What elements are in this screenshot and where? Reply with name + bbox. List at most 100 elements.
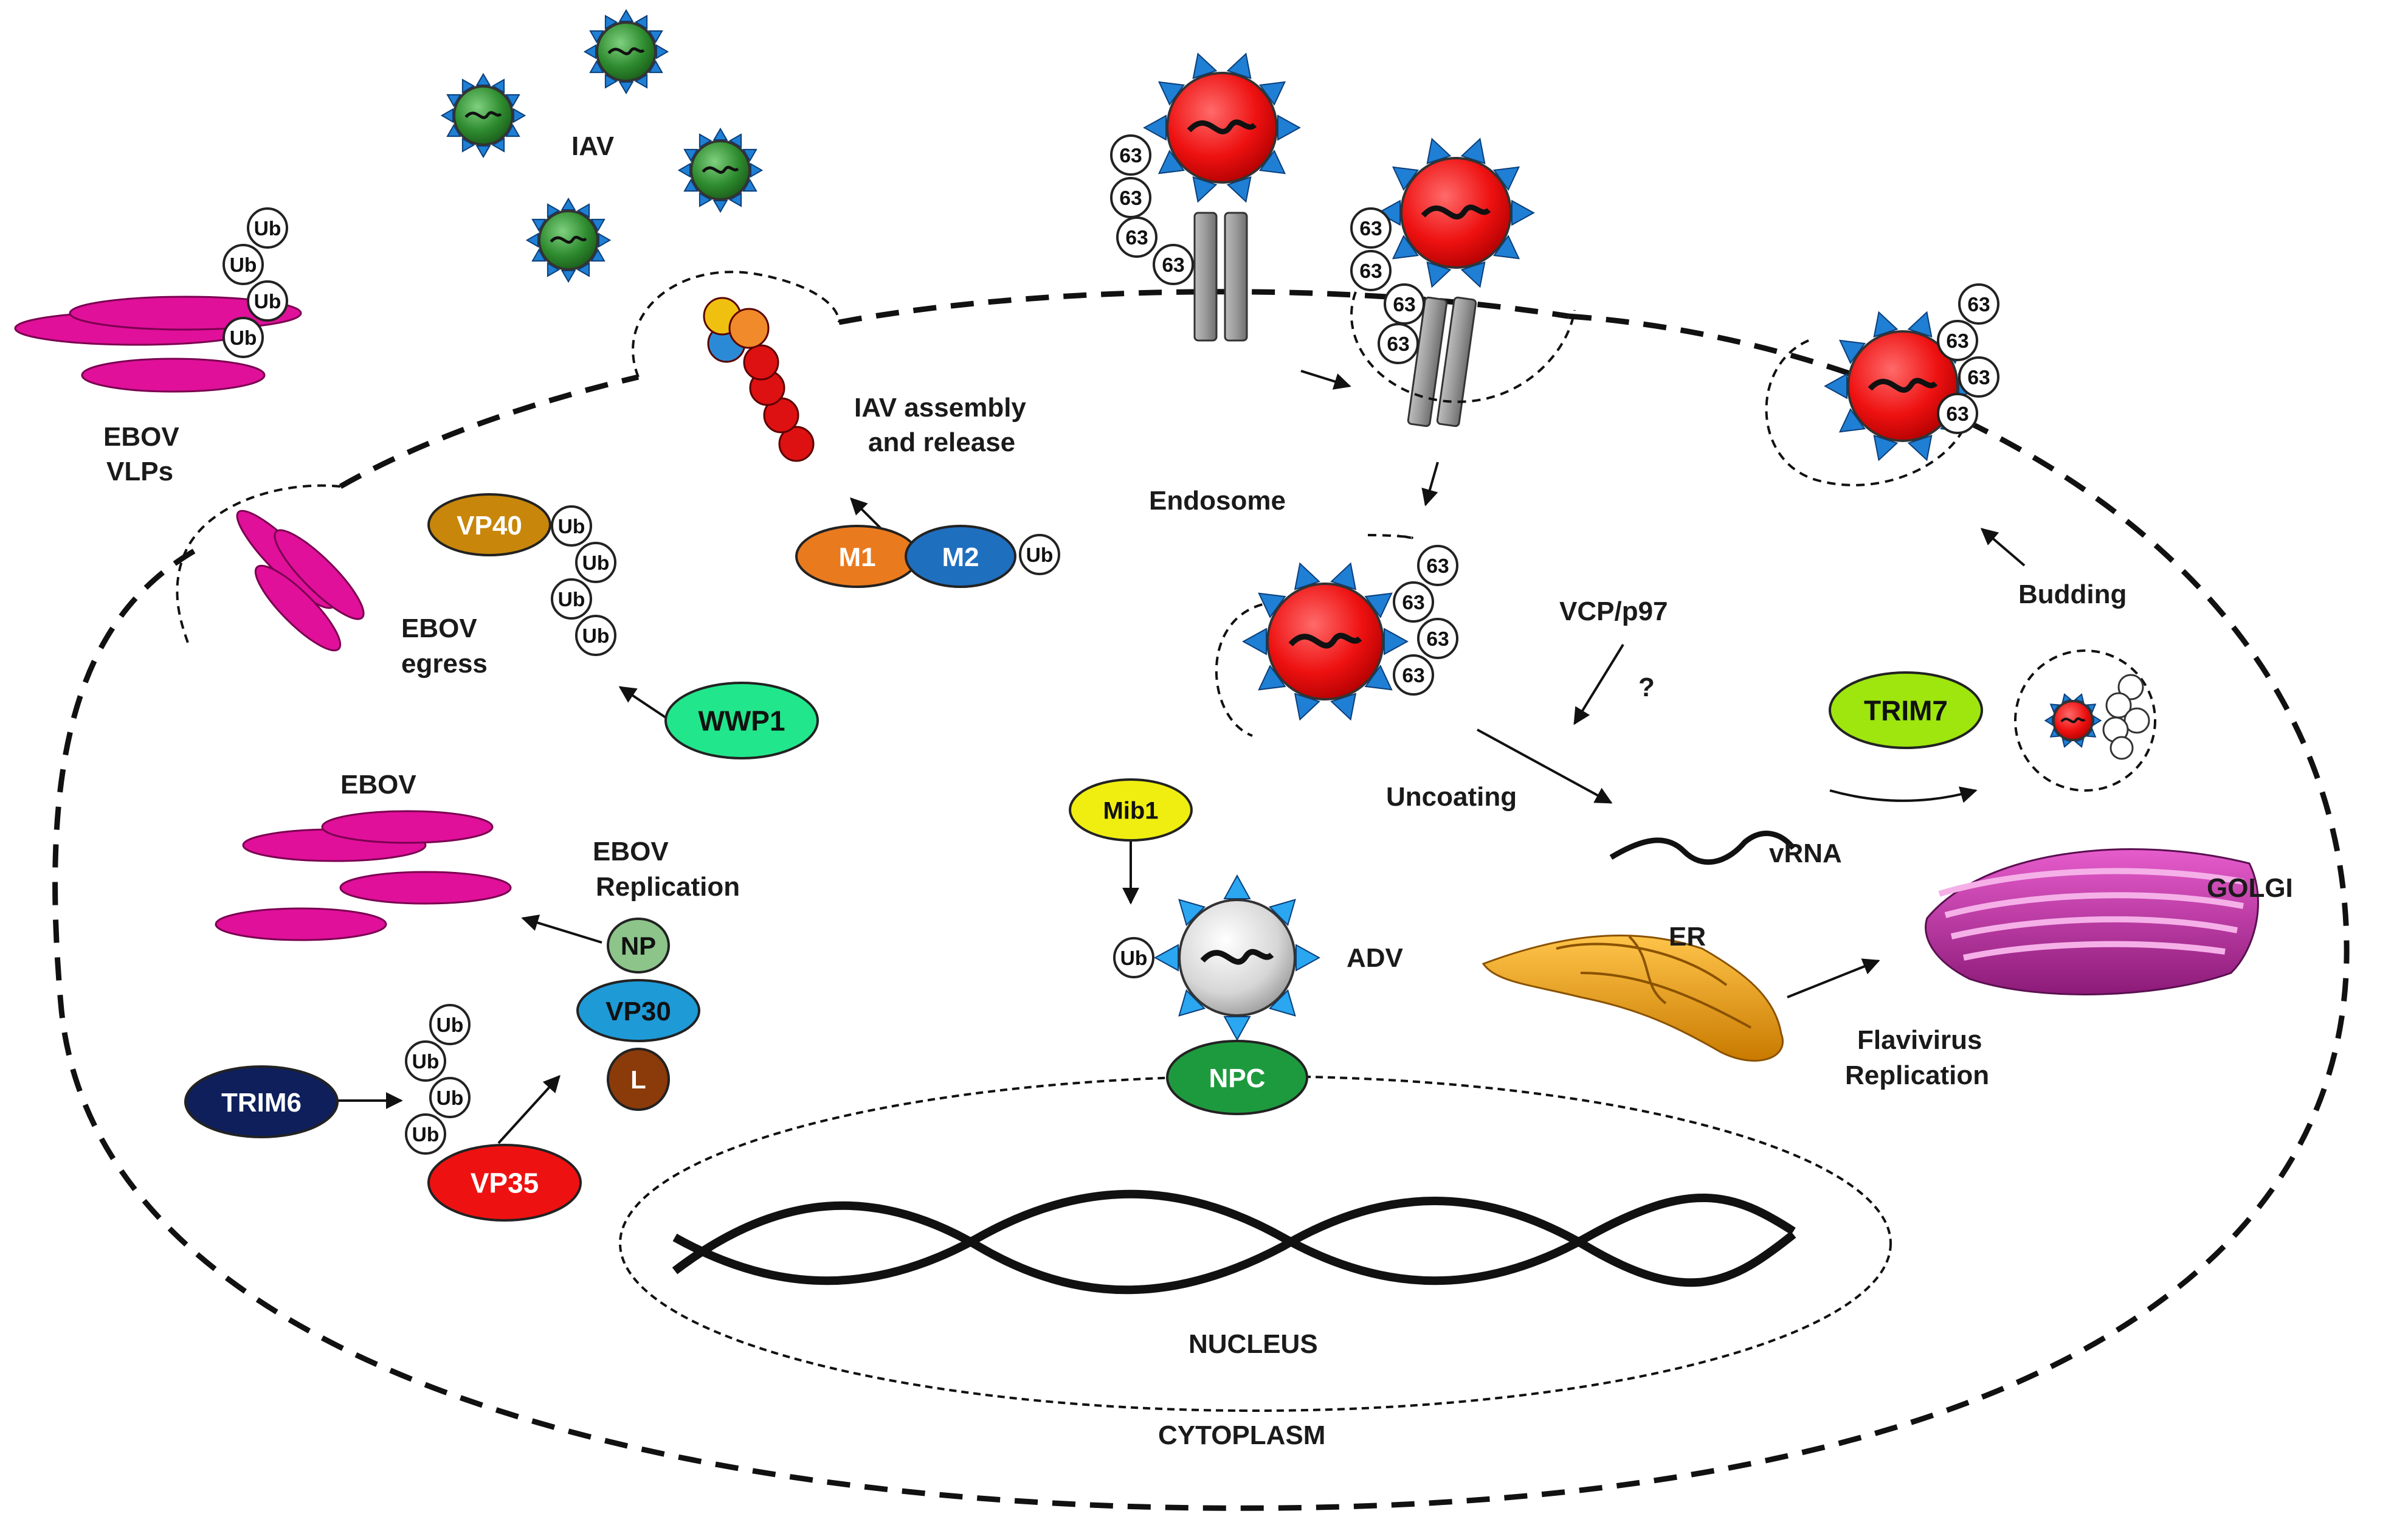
- k63-tag-label: 63: [1359, 218, 1382, 240]
- vesicle-bead: [2117, 674, 2144, 700]
- budding-loops: [176, 271, 840, 645]
- receptors: [1193, 212, 1477, 427]
- label-budding: Budding: [2018, 579, 2127, 609]
- spike: [618, 9, 634, 22]
- protein-npc: NPC: [1166, 1040, 1308, 1115]
- spike: [1258, 665, 1286, 691]
- genome-strand: [607, 47, 645, 55]
- spike: [1460, 261, 1486, 288]
- spike: [2093, 715, 2102, 726]
- ub-tag: Ub: [575, 542, 616, 583]
- spike: [634, 15, 648, 30]
- spike: [1384, 628, 1409, 655]
- label-ebov-egress: EBOV: [401, 614, 477, 643]
- arrow-vcp-to-uncoating: [1573, 643, 1624, 725]
- k63-tag: 63: [1384, 283, 1425, 325]
- k63-tag-label: 63: [1946, 403, 1968, 426]
- k63-tag-label: 63: [1119, 187, 1142, 210]
- genome-strand: [1868, 378, 1938, 393]
- iav-virion: [525, 197, 612, 283]
- arrow-er-to-golgi: [1787, 958, 1880, 998]
- protein-label-m2: M2: [942, 542, 979, 572]
- adv-virion: [1154, 874, 1320, 1041]
- protein-label-vp30: VP30: [605, 997, 671, 1026]
- protein-trim6: TRIM6: [184, 1065, 339, 1138]
- red-virion-endosome: [1242, 562, 1409, 721]
- protein-np: NP: [607, 918, 670, 974]
- virion-body: [1400, 157, 1512, 269]
- spike: [1268, 989, 1296, 1017]
- virion-body: [1178, 899, 1296, 1017]
- label-iav-assembly: IAV assembly: [854, 393, 1026, 423]
- spike: [1907, 434, 1933, 462]
- spike: [656, 44, 669, 60]
- ub-tag-label: Ub: [1026, 544, 1054, 567]
- spike: [618, 81, 634, 95]
- spike: [1511, 199, 1535, 226]
- genome-strand: [1421, 204, 1491, 220]
- label-nucleus: NUCLEUS: [1188, 1329, 1318, 1359]
- red-virion-entering: [1377, 137, 1535, 288]
- spike: [1824, 373, 1847, 399]
- label-ebov-vlps: VLPs: [106, 457, 173, 486]
- red-virion-budding: [1824, 311, 1982, 462]
- spike: [677, 162, 691, 178]
- spike: [1277, 114, 1301, 141]
- ebov-filament: [339, 871, 512, 905]
- ub-tag: Ub: [429, 1004, 471, 1045]
- protein-label-mib1: Mib1: [1103, 797, 1158, 824]
- protein-vp35: VP35: [427, 1144, 582, 1222]
- virion-body: [1847, 330, 1959, 442]
- arrow-endosome-down: [1421, 462, 1439, 507]
- label-ebov-replication: EBOV: [593, 837, 669, 866]
- k63-tag-label: 63: [1967, 294, 1990, 316]
- spike: [1258, 150, 1286, 175]
- label-flavivirus: Flavivirus: [1857, 1025, 1982, 1055]
- k63-tag-label: 63: [1387, 333, 1409, 356]
- k63-tag-label: 63: [1426, 628, 1449, 651]
- receptor-bar: [1407, 296, 1448, 427]
- spike: [475, 72, 491, 86]
- k63-tag-label: 63: [1967, 367, 1990, 389]
- arrow-vp35-to-complex: [497, 1074, 561, 1144]
- arrow-trim7-to-vesicle: [1829, 786, 1978, 803]
- spike: [1258, 81, 1286, 106]
- ub-tag-label: Ub: [558, 516, 585, 538]
- spike: [440, 108, 454, 123]
- spike: [1364, 592, 1393, 618]
- ebov-vlp-filament: [81, 358, 266, 393]
- dna-helix: [672, 1189, 1796, 1295]
- spike: [1223, 874, 1251, 899]
- k63-tag-label: 63: [1426, 555, 1449, 578]
- ub-tag-label: Ub: [412, 1051, 440, 1073]
- iav-segment-bead: [743, 344, 779, 381]
- label-ebov-replication: Replication: [596, 872, 740, 902]
- virion-body: [1166, 72, 1278, 184]
- ub-tag: Ub: [551, 578, 592, 620]
- ebov-filament: [215, 907, 387, 941]
- spike: [1873, 434, 1899, 462]
- virion-body: [690, 140, 751, 201]
- receptor-bar: [1224, 212, 1248, 342]
- virion-body: [1266, 583, 1384, 700]
- label-er: ER: [1669, 922, 1706, 952]
- label-adv: ADV: [1347, 943, 1404, 973]
- spike: [2044, 715, 2053, 726]
- spike: [1873, 311, 1899, 338]
- genome-strand: [1288, 632, 1362, 649]
- spike: [1157, 81, 1185, 106]
- arrow-budding: [1980, 528, 2026, 567]
- red-virion-receptor-bound: [1143, 52, 1301, 203]
- label-cytoplasm: CYTOPLASM: [1158, 1420, 1325, 1450]
- vesicle-bead: [2110, 736, 2134, 760]
- spike: [1907, 311, 1933, 338]
- spike: [1364, 665, 1393, 691]
- k63-tag: 63: [1393, 654, 1434, 696]
- protein-label-wwp1: WWP1: [698, 705, 785, 737]
- ub-tag: Ub: [223, 317, 264, 358]
- ub-tag-label: Ub: [412, 1124, 440, 1146]
- genome-strand: [550, 235, 587, 244]
- k63-tag-label: 63: [1119, 145, 1142, 167]
- spike: [1157, 150, 1185, 175]
